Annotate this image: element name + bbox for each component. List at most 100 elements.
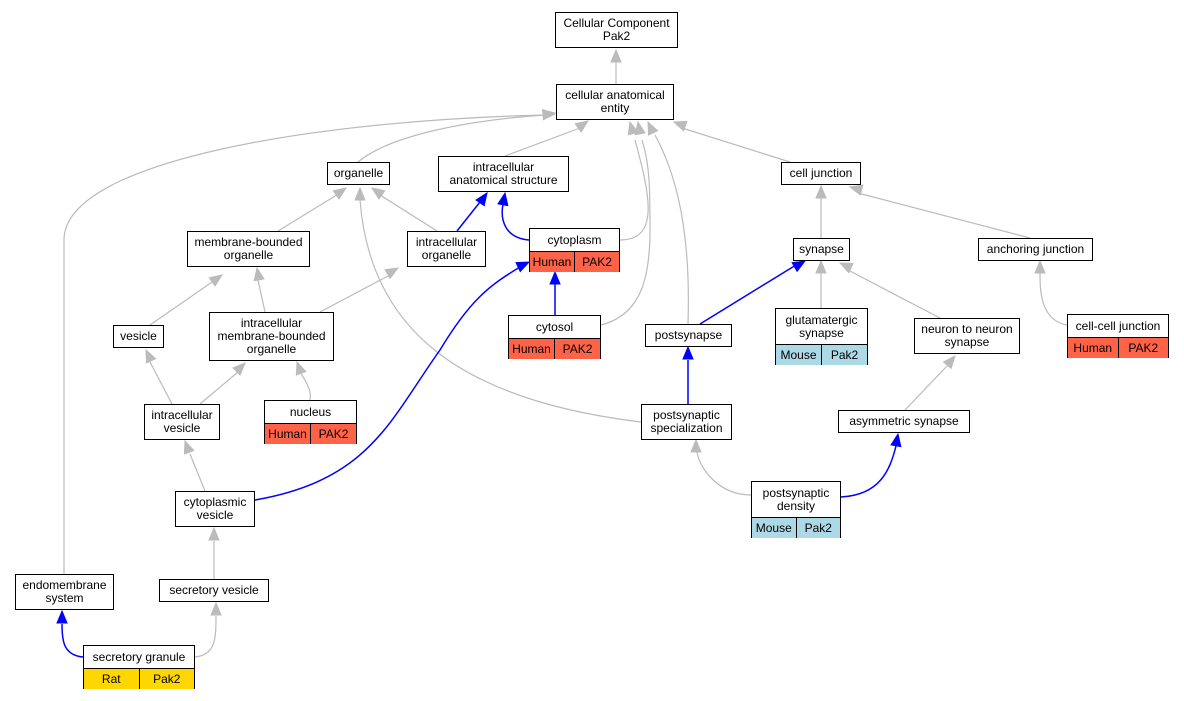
edge-arrowhead (791, 260, 807, 273)
node-organelle[interactable]: organelle (327, 162, 390, 185)
edge-intracellular-membrane-bounded-organelle-to-intracellular-organelle (319, 267, 400, 313)
edge-line (189, 453, 206, 492)
edge-arrowhead (515, 261, 531, 273)
node-synapse[interactable]: synapse (793, 238, 850, 261)
edge-line (681, 127, 791, 163)
edge-cell-junction-to-cellular-anatomical-entity (672, 120, 791, 163)
node-label: endomembrane system (22, 578, 107, 605)
edge-line (194, 615, 217, 658)
gene-cell: PAK2 (554, 339, 600, 359)
species-cell: Human (1068, 338, 1118, 358)
node-postsynaptic-specialization[interactable]: postsynaptic specialization (641, 404, 732, 440)
edge-arrowhead (848, 184, 864, 196)
edge-arrowhead (145, 348, 157, 364)
edge-arrowhead (542, 108, 557, 121)
edge-arrowhead (549, 270, 561, 285)
edge-arrowhead (370, 187, 386, 200)
edge-arrowhead (682, 345, 694, 360)
node-label: cell junction (789, 166, 853, 180)
gene-cell: PAK2 (310, 424, 356, 444)
node-intracellular-anatomical-structure[interactable]: intracellular anatomical structure (438, 156, 569, 192)
edge-arrowhead (232, 362, 246, 376)
edge-intracellular-vesicle-to-intracellular-membrane-bounded-organelle (199, 362, 246, 405)
edge-line (840, 445, 897, 498)
node-cellular-component[interactable]: Cellular Component Pak2 (555, 12, 678, 48)
edge-line (857, 192, 1031, 239)
edge-intracellular-vesicle-to-vesicle (145, 348, 173, 405)
edge-arrowhead (354, 186, 366, 201)
edge-intracellular-organelle-to-organelle (370, 187, 438, 232)
node-cytoplasmic-vesicle[interactable]: cytoplasmic vesicle (175, 491, 255, 527)
node-cell-junction[interactable]: cell junction (781, 162, 861, 185)
edge-cellular-anatomical-entity-to-cellular-component (610, 48, 622, 84)
edge-line (149, 361, 173, 405)
edge-postsynapse-to-synapse (699, 260, 807, 325)
edge-line (699, 264, 797, 325)
node-membrane-bounded-organelle[interactable]: membrane-bounded organelle (187, 231, 310, 267)
node-secretory-vesicle[interactable]: secretory vesicle (159, 579, 269, 602)
edge-line (299, 371, 311, 401)
edge-cytoplasm-to-intracellular-anatomical-structure (497, 191, 530, 241)
species-cell: Mouse (752, 518, 796, 538)
node-label: cellular anatomical entity (565, 88, 665, 115)
node-label: synapse (799, 242, 844, 256)
edge-line (149, 279, 216, 326)
species-cell: Mouse (776, 345, 821, 365)
node-label: intracellular membrane-bounded organelle (217, 316, 326, 356)
gene-cell: Pak2 (821, 345, 867, 365)
node-postsynapse[interactable]: postsynapse (645, 324, 732, 347)
edge-arrowhead (384, 267, 400, 280)
edge-postsynapse-to-cellular-anatomical-entity (647, 120, 689, 325)
edge-line (277, 192, 341, 232)
edge-arrowhead (253, 266, 265, 282)
edge-line (319, 274, 391, 313)
edge-line (619, 139, 649, 241)
edge-cytoplasmic-vesicle-to-intracellular-vesicle (183, 439, 206, 492)
node-label: anchoring junction (986, 242, 1085, 256)
node-cellular-anatomical-entity[interactable]: cellular anatomical entity (556, 84, 674, 120)
node-intracellular-vesicle[interactable]: intracellular vesicle (144, 404, 220, 440)
species-cell: Rat (84, 669, 139, 689)
node-anchoring-junction[interactable]: anchoring junction (978, 238, 1093, 261)
edge-arrowhead (690, 438, 702, 453)
node-label: Cellular Component Pak2 (563, 16, 670, 43)
species-cell: Human (509, 339, 554, 359)
edge-arrowhead (942, 355, 956, 370)
edge-line (61, 623, 84, 658)
edge-line (1039, 271, 1068, 326)
node-label: asymmetric synapse (849, 414, 959, 428)
edge-cytoplasm-to-cellular-anatomical-entity (619, 120, 649, 241)
node-label: cell-cell junction (1075, 318, 1161, 333)
edge-arrowhead (332, 187, 348, 200)
node-neuron-to-neuron-synapse[interactable]: neuron to neuron synapse (914, 318, 1020, 354)
node-label: nucleus (289, 404, 332, 419)
edge-neuron-to-neuron-synapse-to-synapse (838, 262, 941, 319)
node-label: cytoplasmic vesicle (183, 495, 247, 522)
node-intracellular-membrane-bounded-organelle[interactable]: intracellular membrane-bounded organelle (209, 312, 334, 361)
edge-organelle-to-cellular-anatomical-entity (357, 109, 557, 163)
node-intracellular-organelle[interactable]: intracellular organelle (407, 231, 486, 267)
node-asymmetric-synapse[interactable]: asymmetric synapse (838, 410, 970, 433)
edge-arrowhead (208, 274, 224, 287)
edge-nucleus-to-intracellular-membrane-bounded-organelle (295, 360, 311, 401)
node-vesicle[interactable]: vesicle (113, 325, 164, 348)
edge-endomembrane-system-to-cellular-anatomical-entity (63, 108, 557, 574)
node-endomembrane-system[interactable]: endomembrane system (15, 574, 114, 610)
node-label: neuron to neuron synapse (921, 322, 1013, 349)
edge-cytosol-to-cytoplasm (549, 270, 561, 315)
node-label: glutamatergic synapse (785, 312, 858, 340)
edge-line (379, 194, 438, 232)
